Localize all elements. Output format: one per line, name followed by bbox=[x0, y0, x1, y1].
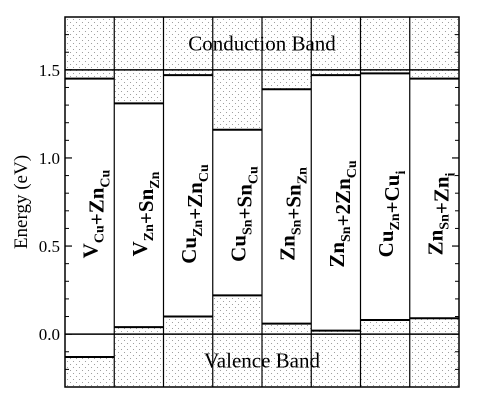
defect-label: VCu+ZnCu bbox=[79, 169, 114, 258]
defect-level-box bbox=[212, 129, 262, 296]
defect-label: CuZn+ZnCu bbox=[177, 164, 212, 264]
y-tick-label: 1.0 bbox=[39, 149, 60, 168]
defect-level-box bbox=[311, 75, 361, 331]
defect-column: ZnSn+2ZnCu bbox=[310, 17, 361, 387]
defect-column: VZn+SnZn bbox=[113, 17, 164, 387]
defect-level-box bbox=[262, 89, 312, 324]
defect-level-box bbox=[163, 75, 213, 317]
defect-column: ZnSn+Zni bbox=[409, 17, 459, 387]
y-tick-label: 0.0 bbox=[39, 325, 60, 344]
defect-column: ZnSn+SnZn bbox=[261, 17, 312, 387]
defect-label: CuSn+SnCu bbox=[226, 166, 261, 262]
y-tick-label: 1.5 bbox=[39, 61, 60, 80]
defect-label: VZn+SnZn bbox=[128, 171, 163, 256]
defect-columns: VCu+ZnCu VZn+SnZn CuZn+ZnCu CuSn+SnCu ZnSn+S… bbox=[65, 17, 459, 387]
defect-level-box bbox=[409, 78, 459, 319]
defect-label: ZnSn+Zni bbox=[423, 172, 458, 255]
defect-level-box bbox=[114, 103, 164, 328]
defect-level-box bbox=[65, 78, 115, 358]
defect-label: CuZn+Cui bbox=[374, 171, 409, 258]
defect-column: CuSn+SnCu bbox=[212, 17, 262, 387]
plot-frame bbox=[64, 16, 460, 388]
defect-label: ZnSn+2ZnCu bbox=[325, 160, 360, 268]
y-axis: 0.0 0.5 1.0 1.5 bbox=[39, 34, 459, 370]
defect-column: VCu+ZnCu bbox=[65, 77, 115, 359]
defect-level-box bbox=[360, 73, 410, 321]
valence-band-label: Valence Band bbox=[204, 349, 321, 373]
y-tick-label: 0.5 bbox=[39, 237, 60, 256]
defect-column: CuZn+Cui bbox=[359, 17, 410, 387]
conduction-band-label: Conduction Band bbox=[188, 31, 336, 55]
defect-label: ZnSn+SnZn bbox=[276, 167, 311, 261]
y-axis-label: Energy (eV) bbox=[11, 155, 32, 249]
defect-column: CuZn+ZnCu bbox=[162, 17, 213, 387]
